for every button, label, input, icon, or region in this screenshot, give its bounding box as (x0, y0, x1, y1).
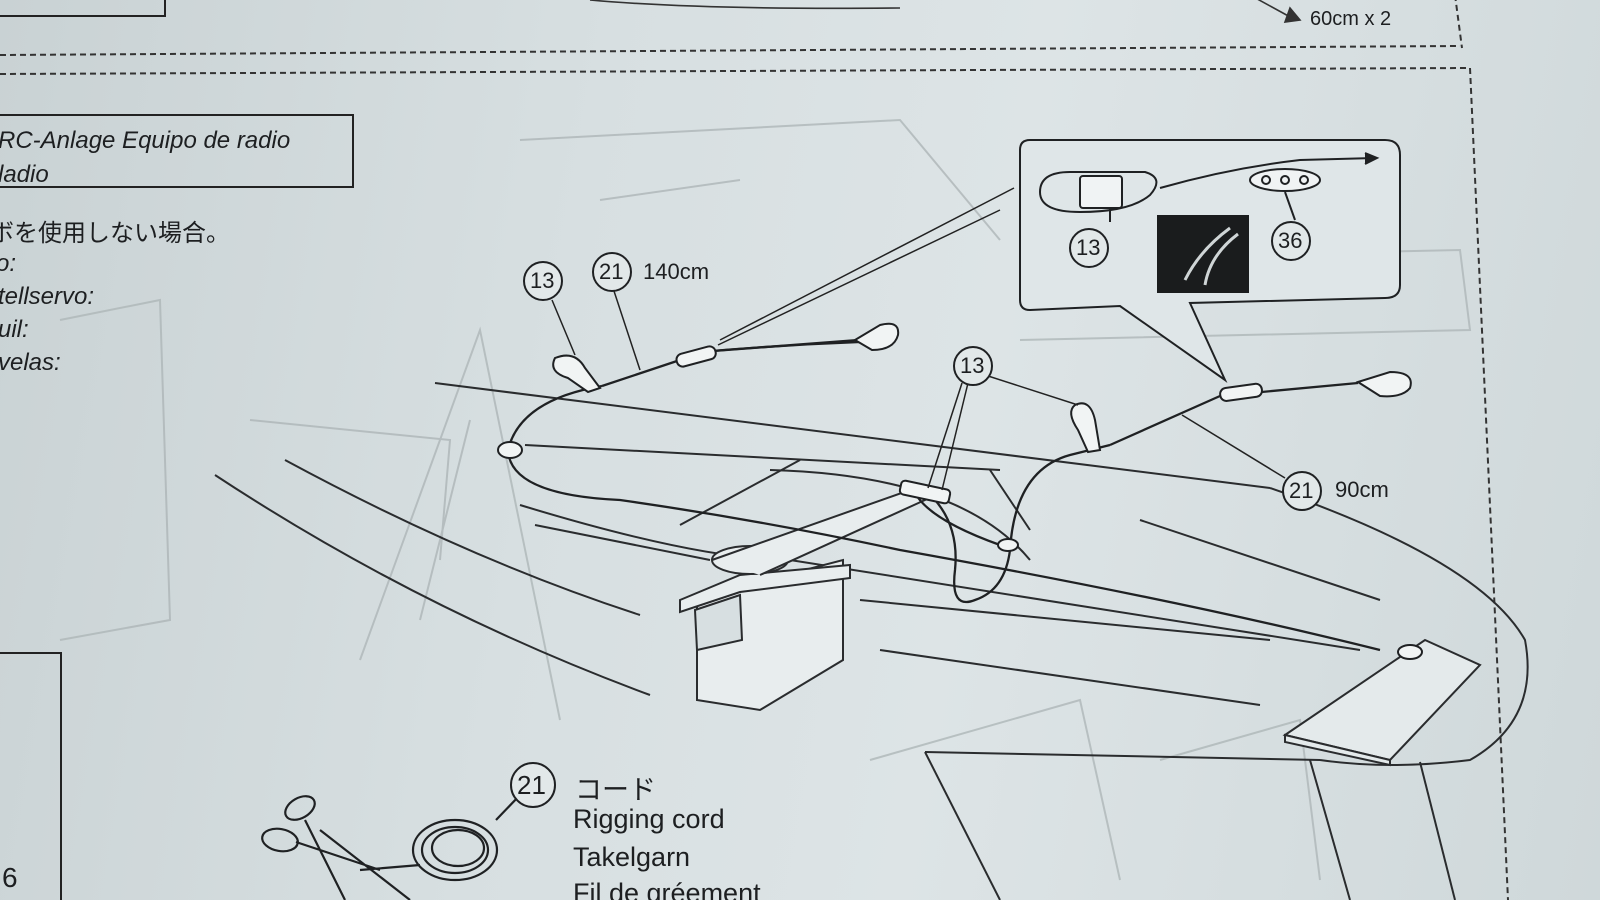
servo-list-item-1: o: (0, 250, 17, 277)
header-line-1: RC-Anlage Equipo de radio (0, 127, 291, 154)
legend-part-number: 21 (517, 770, 546, 800)
callout-21-right: 21 (1289, 478, 1314, 503)
callout-circles (510, 221, 1322, 808)
intro-japanese: ボを使用しない場合。 (0, 219, 230, 247)
callout-13-top-left: 13 (530, 268, 555, 293)
callout-21-top: 21 (599, 259, 624, 284)
cord-top-length: 140cm (643, 259, 710, 284)
callout-21-legend-circle (510, 762, 556, 808)
top-left-box (0, 0, 166, 17)
callout-21-right-circle (1282, 471, 1322, 511)
servo-list-item-3: uil: (0, 316, 29, 343)
top-arrow (589, 0, 1302, 23)
coil-and-scissors (261, 794, 521, 900)
header-line-2: ladio (0, 161, 49, 188)
top-note: 60cm x 2 (1310, 8, 1392, 30)
cord-right-length: 90cm (1335, 477, 1389, 502)
servo-list-item-4: velas: (0, 349, 61, 376)
legend-french: Fil de gréement (573, 878, 761, 900)
callout-36-inset-circle (1271, 221, 1311, 261)
servo-list-item-2: tellservo: (0, 283, 95, 310)
callout-13-center: 13 (960, 353, 985, 378)
callout-21-top-circle (592, 252, 632, 292)
legend-english: Rigging cord (573, 804, 725, 834)
callout-13-top-left-circle (523, 261, 563, 301)
callout-13-inset: 13 (1076, 235, 1101, 260)
inset-bubble (1019, 139, 1401, 383)
legend-german: Takelgarn (573, 842, 691, 872)
dashed-borders (0, 0, 1509, 900)
legend-japanese: コード (575, 775, 656, 806)
callout-13-inset-circle (1069, 228, 1109, 268)
clips (497, 322, 1423, 660)
hull-outline (214, 382, 1529, 900)
page-number: 6 (2, 862, 18, 893)
servo (679, 488, 928, 712)
left-side-box (0, 652, 62, 900)
callout-36-inset: 36 (1278, 228, 1303, 253)
header-box (0, 114, 354, 188)
callout-13-center-circle (953, 346, 993, 386)
deck-plate (1282, 638, 1482, 767)
